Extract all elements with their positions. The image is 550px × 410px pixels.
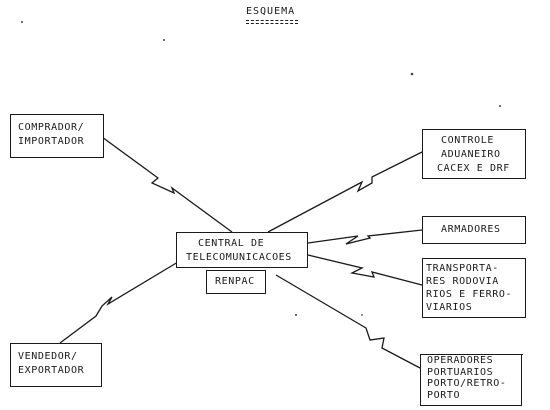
node-label-line: TRANSPORTA- (426, 263, 499, 274)
node-label-line: IMPORTADOR (18, 136, 85, 147)
node-label-line: VENDEDOR/ (18, 351, 78, 362)
node-operadores-portuarios: OPERADORES PORTUARIOS PORTO/RETRO- PORTO (420, 354, 523, 406)
node-controle-aduaneiro: CONTROLE ADUANEIRO CACEX E DRF (422, 129, 526, 179)
node-label-line: COMPRADOR/ (18, 122, 85, 133)
paper-speck (163, 39, 165, 41)
link-vendedor-central (59, 261, 179, 344)
node-central-telecomunicacoes: CENTRAL DE TELECOMUNICACOES (176, 232, 308, 268)
node-label-line: ADUANEIRO (441, 149, 501, 160)
paper-speck (21, 21, 23, 23)
link-central-operadores (275, 274, 421, 369)
node-label-line: PORTO (427, 389, 461, 401)
diagram-title: ESQUEMA (246, 6, 296, 17)
title-underline (246, 20, 298, 21)
node-label-line: PORTUARIOS (427, 366, 494, 378)
title-underline-second (246, 23, 298, 24)
node-label-line: TELECOMUNICACOES (186, 252, 292, 263)
node-label-line: RIOS E FERRO- (426, 289, 513, 300)
node-label-line: CACEX E DRF (437, 163, 510, 174)
node-label-line: PORTO/RETRO- (427, 378, 507, 389)
link-central-armadores (307, 229, 423, 245)
link-comprador-central (101, 136, 233, 233)
node-label-line: RENPAC (215, 276, 255, 287)
link-central-controle (267, 151, 423, 233)
node-comprador-importador: COMPRADOR/ IMPORTADOR (10, 114, 104, 158)
node-label-line: CONTROLE (441, 135, 494, 146)
paper-speck (410, 72, 414, 76)
node-label-line: ARMADORES (441, 224, 501, 235)
node-label-line: CENTRAL DE (198, 238, 265, 249)
node-label-line: EXPORTADOR (18, 365, 85, 376)
node-label-line: OPERADORES (421, 354, 523, 367)
node-armadores: ARMADORES (422, 216, 526, 244)
node-transportadores: TRANSPORTA- RES RODOVIA RIOS E FERRO- VI… (422, 258, 526, 318)
node-label-line: RES RODOVIA (426, 276, 499, 287)
paper-speck (361, 314, 363, 316)
link-central-transportadores (307, 254, 423, 286)
node-vendedor-exportador: VENDEDOR/ EXPORTADOR (10, 343, 102, 387)
paper-speck (295, 314, 297, 316)
node-label-line: VIARIOS (426, 302, 473, 313)
node-renpac: RENPAC (206, 270, 266, 294)
paper-speck (499, 105, 501, 107)
